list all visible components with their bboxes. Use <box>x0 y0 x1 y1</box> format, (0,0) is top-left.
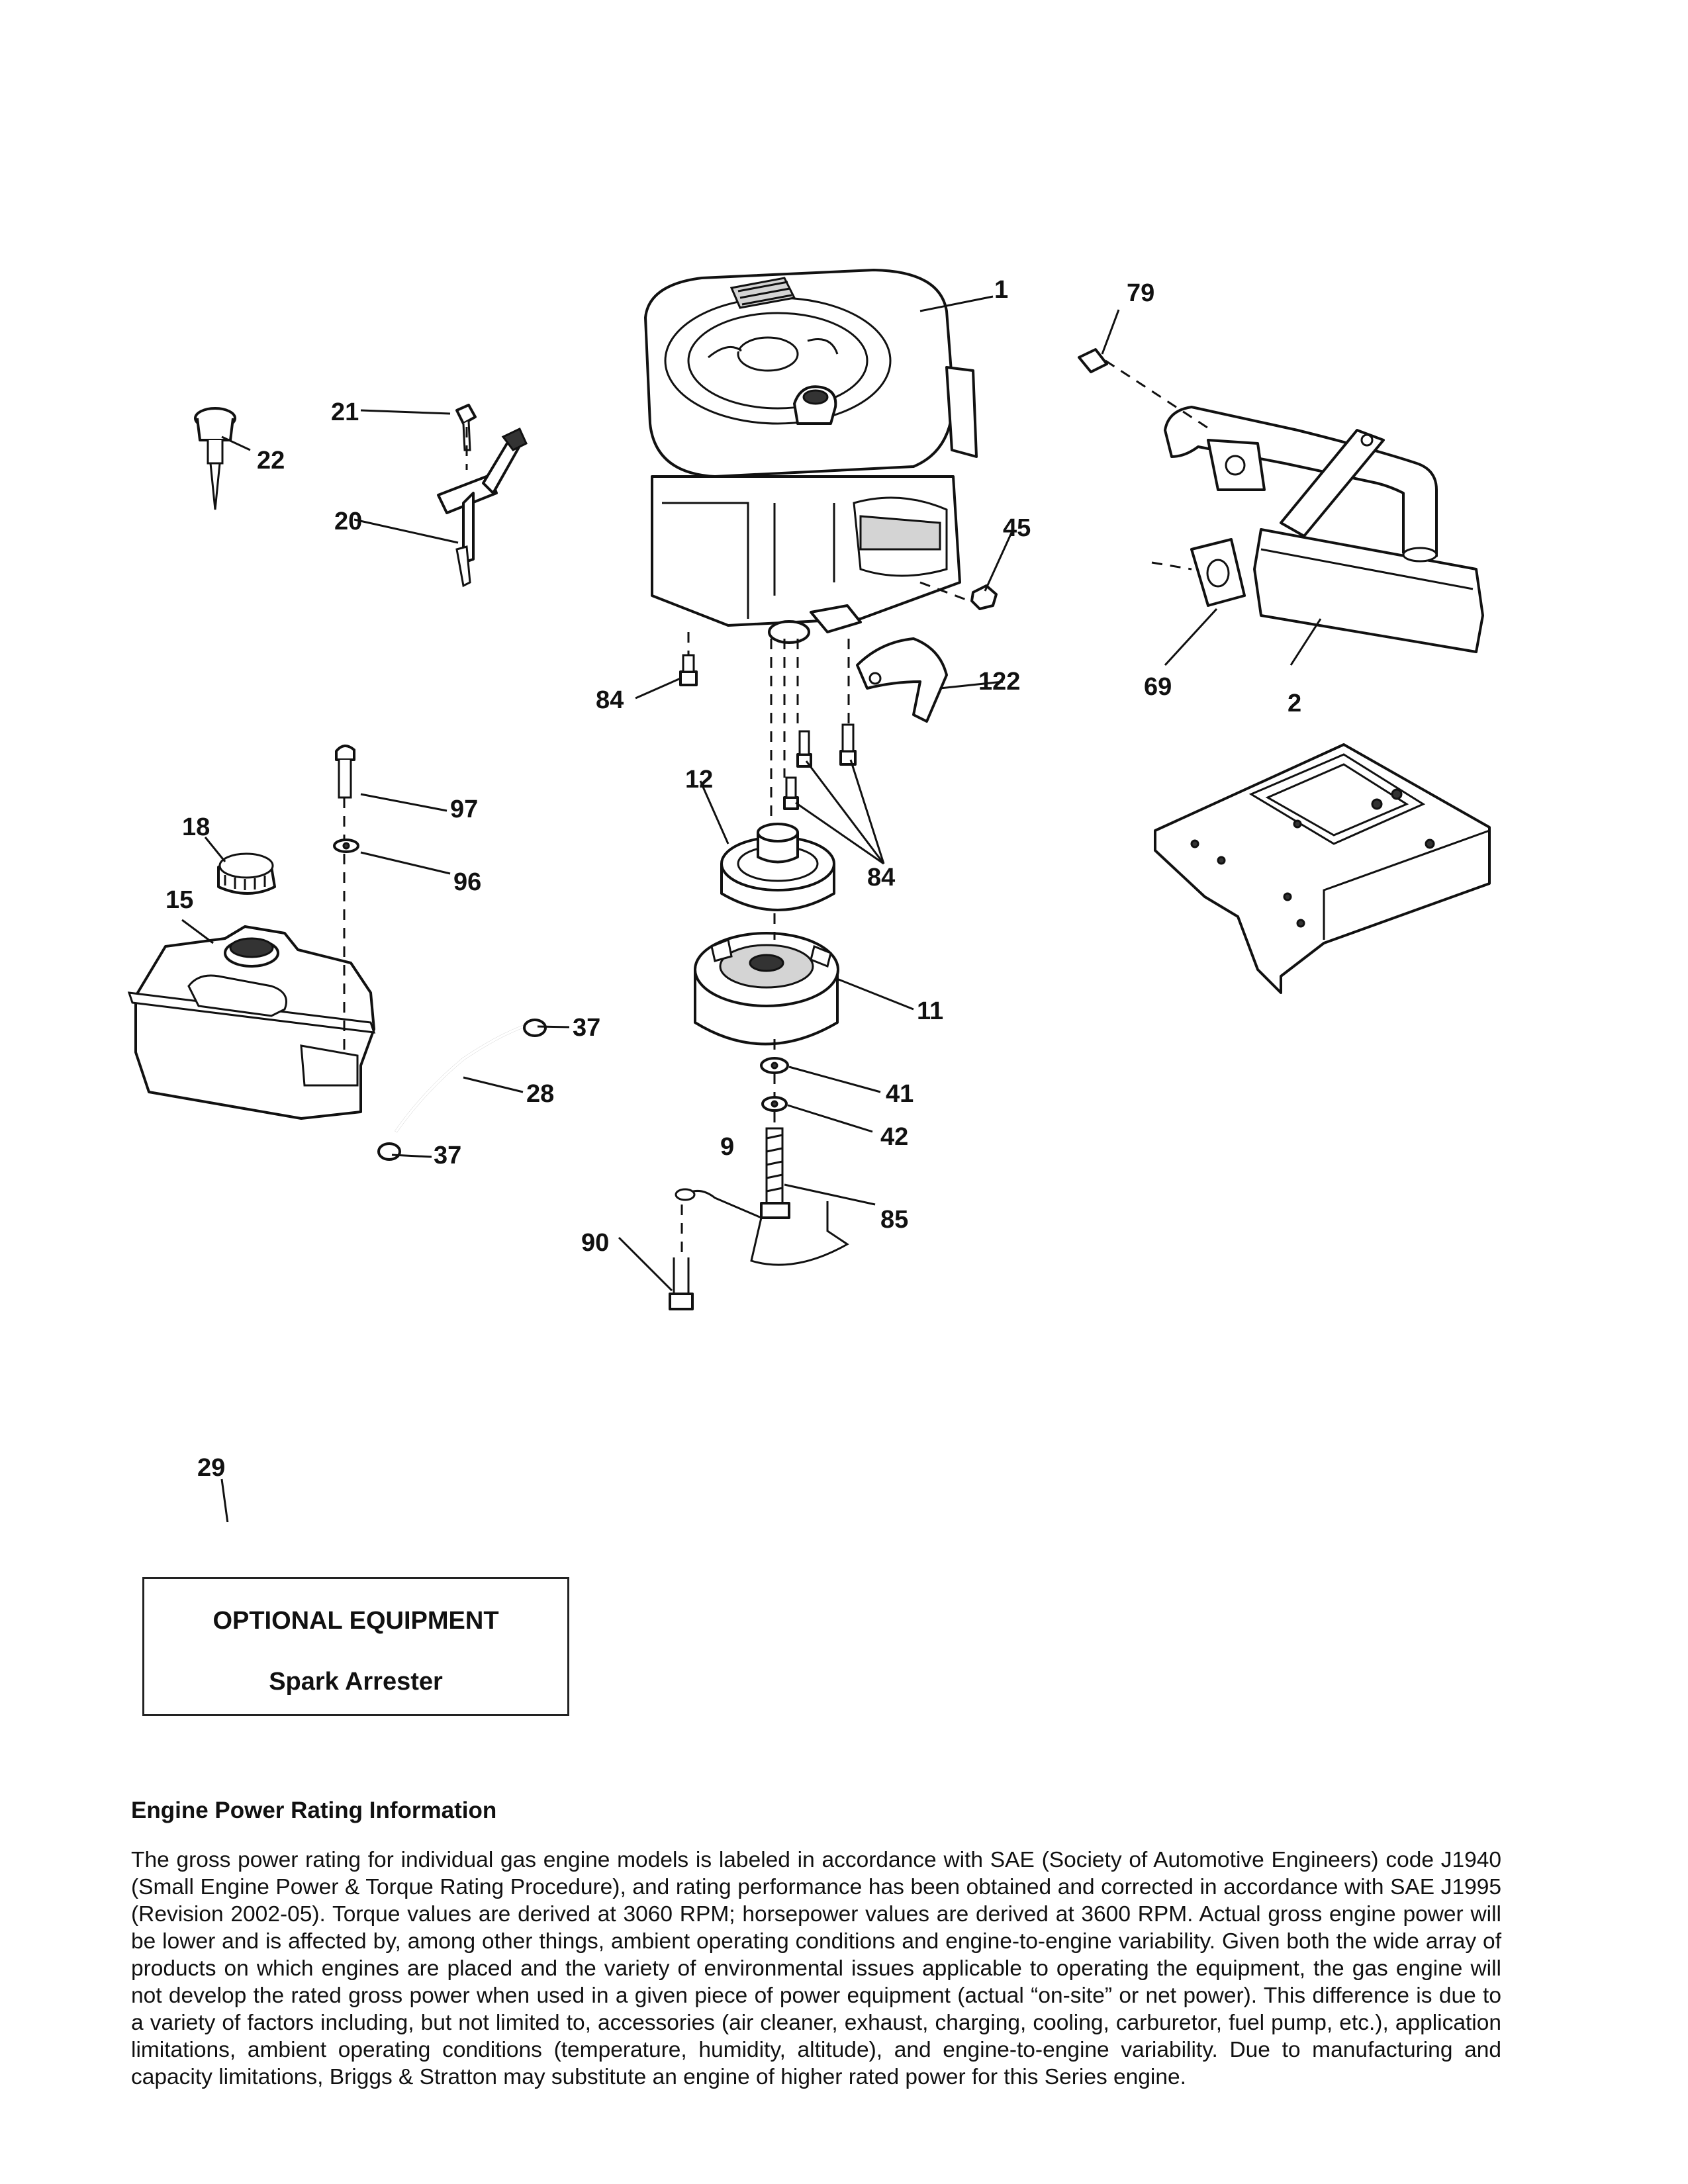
callout-45: 45 <box>1003 514 1031 542</box>
knob-22 <box>194 407 236 510</box>
callout-42: 42 <box>880 1123 908 1151</box>
engine-frame-plate <box>1154 743 1491 994</box>
callout-97: 97 <box>450 796 478 823</box>
assembly-lines <box>343 359 1212 1257</box>
fuel-cap-18 <box>217 852 276 895</box>
callout-2: 2 <box>1288 690 1301 717</box>
callout-96: 96 <box>453 868 481 896</box>
callout-11: 11 <box>917 997 943 1025</box>
callout-numbers: 1 79 22 21 20 45 84 122 69 2 12 97 18 96… <box>165 276 1301 1482</box>
part-122-guard <box>856 637 948 723</box>
callout-122: 122 <box>978 668 1020 696</box>
screw-97-washer-96 <box>333 745 359 853</box>
clutch-11 <box>694 932 839 1046</box>
callout-18: 18 <box>182 813 210 841</box>
optional-equipment-title: OPTIONAL EQUIPMENT <box>212 1607 499 1635</box>
callout-1: 1 <box>994 276 1008 304</box>
engine-illustration <box>644 269 978 644</box>
callout-85: 85 <box>880 1206 908 1234</box>
bolt-85 <box>760 1127 790 1219</box>
bolts-84 <box>679 654 857 810</box>
callout-37-a: 37 <box>573 1014 600 1042</box>
callout-22: 22 <box>257 447 285 475</box>
leader-lines <box>181 295 1322 1522</box>
callout-41: 41 <box>886 1080 914 1108</box>
optional-equipment-item: Spark Arrester <box>269 1668 443 1696</box>
callout-12: 12 <box>685 766 713 794</box>
callout-28: 28 <box>526 1080 554 1108</box>
callout-9: 9 <box>720 1133 734 1161</box>
parts-exploded-diagram: 1 79 22 21 20 45 84 122 69 2 12 97 18 96… <box>127 269 1491 1522</box>
callout-21: 21 <box>331 398 359 426</box>
fuel-line-28 <box>377 1019 547 1161</box>
callout-84-b: 84 <box>867 864 895 891</box>
nut-45 <box>970 584 998 610</box>
callout-69: 69 <box>1144 673 1172 701</box>
callout-79: 79 <box>1127 279 1154 307</box>
bolt-90 <box>669 1257 694 1310</box>
engine-power-heading: Engine Power Rating Information <box>131 1797 497 1823</box>
callout-15: 15 <box>165 886 193 914</box>
engine-power-paragraph: The gross power rating for individual ga… <box>131 1848 1501 2089</box>
bolt-79 <box>1078 348 1108 373</box>
callout-37-b: 37 <box>434 1142 461 1169</box>
fuel-tank <box>127 925 376 1120</box>
throttle-control-20 <box>437 404 528 588</box>
pulley-12 <box>720 823 835 911</box>
callout-84-a: 84 <box>596 686 624 714</box>
muffler-illustration <box>1164 406 1484 653</box>
callout-29: 29 <box>197 1454 225 1482</box>
rod-9 <box>681 1190 849 1266</box>
optional-equipment-box: OPTIONAL EQUIPMENT Spark Arrester <box>142 1577 569 1716</box>
callout-20: 20 <box>334 508 362 535</box>
callout-90: 90 <box>581 1229 609 1257</box>
